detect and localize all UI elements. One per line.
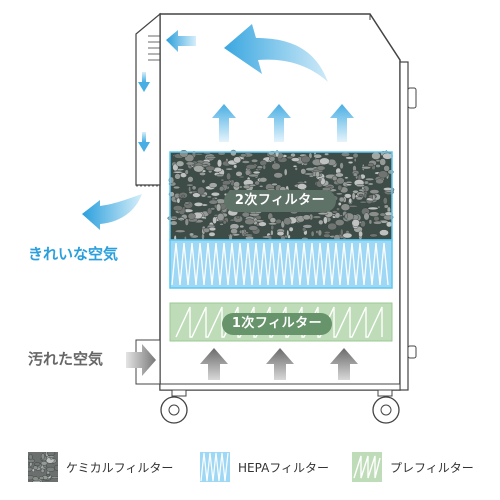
secondary-filter-label: 2次フィルター — [224, 190, 336, 212]
pre-filter-swatch-icon — [352, 452, 382, 482]
caster-wheel — [160, 389, 188, 424]
legend-item-pre: プレフィルター — [352, 452, 474, 482]
clean-air-label: きれいな空気 — [28, 245, 119, 263]
duct-down-arrow — [138, 132, 150, 152]
legend-label: HEPAフィルター — [238, 460, 330, 475]
top-outflow-arrow — [224, 24, 328, 82]
legend-label: ケミカルフィルター — [66, 460, 174, 475]
clean-air-outlet-arrow — [82, 194, 142, 230]
clean-air-up-arrow — [330, 104, 354, 142]
dirty-air-up-arrow — [200, 348, 228, 380]
hepa-filter — [169, 239, 393, 289]
legend-item-hepa: HEPAフィルター — [200, 452, 329, 482]
dirty-air-label: 汚れた空気 — [28, 350, 104, 368]
duct-down-arrow — [138, 72, 150, 92]
dirty-air-up-arrow — [330, 348, 358, 380]
caster-wheel — [372, 389, 400, 424]
legend-item-chemical: ケミカルフィルター — [28, 452, 173, 482]
dirty-air-up-arrow — [266, 348, 294, 380]
clean-air-up-arrow — [267, 104, 291, 142]
primary-filter-label: 1次フィルター — [222, 313, 332, 335]
chemical-filter-swatch-icon — [28, 452, 58, 482]
dirty-air-inlet-arrow — [126, 344, 156, 376]
legend-label: プレフィルター — [390, 460, 474, 475]
clean-air-up-arrow — [212, 104, 236, 142]
hepa-filter-swatch-icon — [200, 452, 230, 482]
duct-left-arrow — [166, 30, 196, 52]
